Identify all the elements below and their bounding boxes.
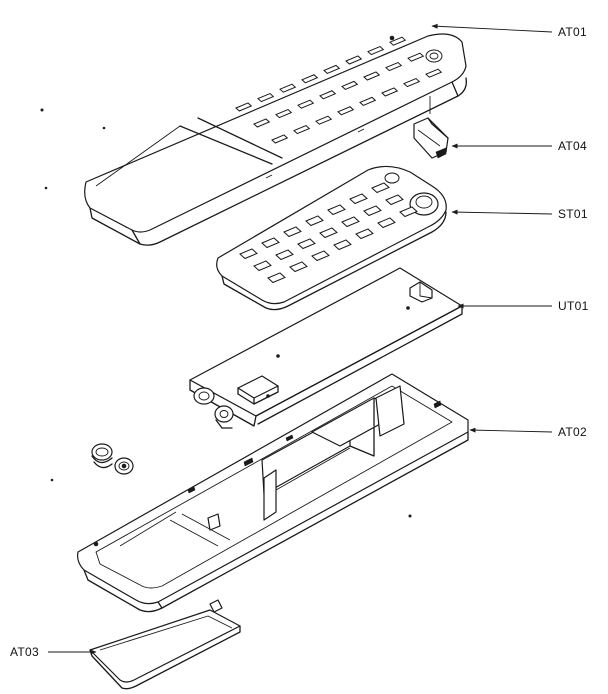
- cover-keypad-key: [367, 45, 385, 56]
- cover-keypad-key: [359, 96, 377, 106]
- cover-keypad-key: [345, 55, 363, 65]
- label-st01: ST01: [558, 207, 588, 221]
- cover-keypad-key: [385, 61, 403, 72]
- sheet-rubber-key: [349, 193, 368, 205]
- sheet-rubber-key: [253, 260, 272, 272]
- sheet-rubber-key: [267, 272, 286, 284]
- sheet-rubber-key: [239, 248, 258, 260]
- cover-keypad-key: [235, 102, 253, 112]
- sheet-rubber-key: [275, 249, 294, 261]
- sheet-rubber-key: [311, 250, 330, 262]
- sheet-rubber-key: [341, 216, 360, 228]
- top-cover-part: [84, 33, 467, 246]
- cover-keypad-key: [297, 99, 315, 109]
- label-at03: AT03: [10, 645, 39, 659]
- battery-springs: [91, 443, 134, 475]
- sheet-rubber-key: [327, 204, 346, 216]
- sheet-rubber-key: [283, 226, 302, 238]
- cover-keypad-key: [301, 74, 319, 84]
- sheet-rubber-key: [355, 228, 374, 240]
- leader-lines: [48, 23, 553, 655]
- cover-keypad-key: [279, 83, 297, 93]
- sheet-rubber-key: [377, 217, 396, 229]
- label-at01: AT01: [558, 25, 587, 39]
- key-sheet-part: [216, 165, 447, 311]
- cover-keypad-key: [319, 90, 337, 100]
- cover-keypad-key: [425, 68, 443, 78]
- sheet-rubber-key: [261, 237, 280, 249]
- cover-keypad-key: [403, 77, 421, 88]
- cover-keypad-key: [257, 92, 275, 103]
- label-ut01: UT01: [558, 299, 589, 313]
- sheet-rubber-key: [363, 205, 382, 217]
- sheet-rubber-key: [305, 215, 324, 227]
- cover-keypad-key: [407, 52, 425, 62]
- cover-keypad-key: [337, 106, 355, 116]
- cover-keypad-key: [275, 108, 293, 119]
- sheet-rubber-key: [319, 227, 338, 239]
- label-at04: AT04: [558, 139, 587, 153]
- cover-keypad-key: [253, 118, 271, 128]
- cover-keypad-key: [315, 115, 333, 125]
- cover-keypad-key: [341, 80, 359, 90]
- cover-keypad-key: [271, 134, 289, 144]
- bottom-case-part: [77, 373, 469, 613]
- cover-keypad-key: [293, 124, 311, 135]
- clip-part: [413, 96, 449, 159]
- sheet-rubber-key: [297, 238, 316, 250]
- cover-keypad-key: [323, 64, 341, 74]
- label-at02: AT02: [558, 425, 587, 439]
- sheet-rubber-key: [333, 239, 352, 251]
- sheet-rubber-key: [371, 182, 390, 194]
- sheet-rubber-key: [385, 194, 404, 206]
- sheet-rubber-key: [289, 261, 308, 273]
- battery-lid-part: [89, 599, 241, 690]
- cover-keypad-key: [389, 36, 407, 46]
- cover-keypad-key: [381, 87, 399, 97]
- cover-keypad-key: [363, 71, 381, 81]
- sheet-rubber-key: [399, 206, 418, 218]
